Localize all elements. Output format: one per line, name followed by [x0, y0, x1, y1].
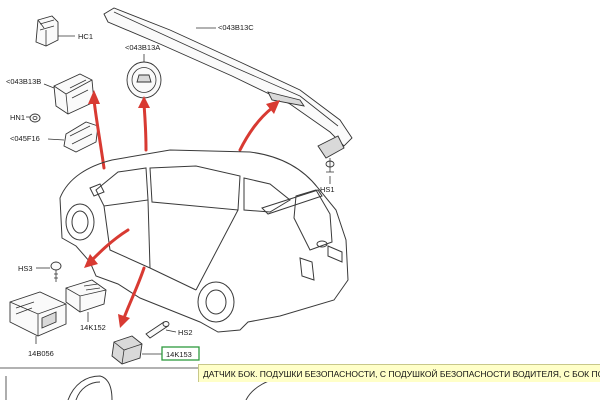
car-outline — [59, 149, 349, 333]
bolt-hs2[interactable] — [145, 321, 177, 339]
passenger-airbag[interactable] — [43, 73, 95, 115]
curtain-airbag[interactable] — [103, 7, 353, 147]
label-14b056[interactable]: 14B056 — [28, 349, 54, 358]
label-hs1[interactable]: HS1 — [320, 185, 335, 194]
label-045f16[interactable]: <045F16 — [10, 134, 40, 143]
arrow-center — [84, 228, 130, 268]
clip-part-hc1[interactable] — [35, 15, 75, 47]
part-description-tooltip: ДАТЧИК БОК. ПОДУШКИ БЕЗОПАСНОСТИ, С ПОДУ… — [198, 364, 600, 382]
module-14b056[interactable] — [9, 291, 67, 344]
label-043b13a[interactable]: <043B13A — [125, 43, 160, 52]
arrow-sensor — [118, 266, 146, 328]
label-14k152[interactable]: 14K152 — [80, 323, 106, 332]
knee-airbag[interactable] — [47, 121, 99, 153]
label-043b13c[interactable]: <043B13C — [218, 23, 254, 32]
side-sensor-14k153[interactable] — [111, 335, 162, 365]
label-hn1[interactable]: HN1 — [10, 113, 25, 122]
label-hs3[interactable]: HS3 — [18, 264, 33, 273]
label-14k153[interactable]: 14K153 — [166, 350, 192, 359]
nut-hn1[interactable] — [26, 113, 41, 123]
label-043b13b[interactable]: <043B13B — [6, 77, 41, 86]
arrows-top — [88, 90, 280, 170]
bolt-hs3[interactable] — [36, 261, 62, 282]
screw-hs1[interactable] — [317, 135, 345, 184]
label-hs2[interactable]: HS2 — [178, 328, 193, 337]
label-hc1[interactable]: HC1 — [78, 32, 93, 41]
module-14k152[interactable] — [65, 279, 107, 322]
highlight-box-14k153 — [161, 346, 200, 361]
partial-lower-diagram — [0, 367, 321, 400]
driver-airbag[interactable] — [126, 54, 162, 99]
